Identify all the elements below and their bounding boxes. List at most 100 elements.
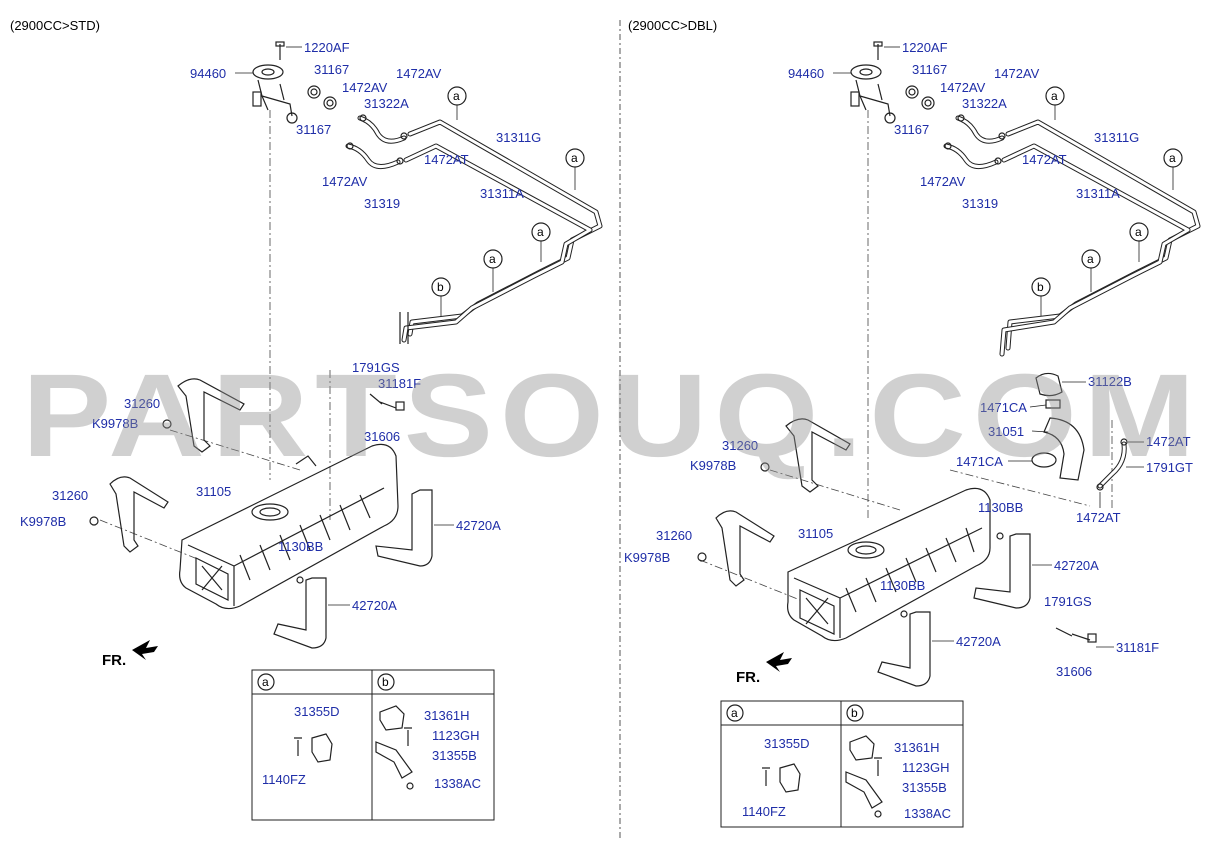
svg-text:a: a	[571, 151, 578, 165]
label-31260-lower-dbl[interactable]: 31260	[656, 528, 692, 543]
label-K9978B-lower-dbl[interactable]: K9978B	[624, 550, 670, 565]
fuel-pump-flange-94460	[252, 64, 298, 124]
svg-text:b: b	[437, 280, 444, 294]
label-1220AF[interactable]: 1220AF	[304, 40, 350, 55]
label-1472AT-3[interactable]: 1472AT	[1076, 510, 1121, 525]
svg-text:a: a	[1051, 89, 1058, 103]
detail-box-left: a b 31355D 1140FZ 31361H 1123GH 31355B 1…	[251, 669, 495, 821]
label-1472AV-2-dbl[interactable]: 1472AV	[994, 66, 1040, 81]
label-42720A-upper-dbl[interactable]: 42720A	[1054, 558, 1099, 573]
label-31122B[interactable]: 31122B	[1088, 374, 1132, 389]
clip-31361H	[379, 705, 405, 731]
bracket-42720A-1-dbl	[973, 533, 1031, 609]
filler-cap-31122B	[1035, 372, 1063, 397]
label-31322A[interactable]: 31322A	[364, 96, 409, 111]
label-1472AV-1-dbl[interactable]: 1472AV	[940, 80, 986, 95]
label-1220AF-dbl[interactable]: 1220AF	[902, 40, 948, 55]
label-31361H-dbl[interactable]: 31361H	[894, 740, 940, 755]
label-42720A-lower-dbl[interactable]: 42720A	[956, 634, 1001, 649]
callout-a-4: a	[483, 249, 503, 292]
label-31355B-dbl[interactable]: 31355B	[902, 780, 947, 795]
label-31319[interactable]: 31319	[364, 196, 400, 211]
label-1791GS-dbl[interactable]: 1791GS	[1044, 594, 1092, 609]
label-1338AC[interactable]: 1338AC	[434, 776, 481, 791]
svg-text:b: b	[382, 675, 389, 689]
left-panel: (2900CC>STD)	[10, 18, 603, 821]
label-1130BB-2[interactable]: 1130BB	[880, 578, 925, 593]
label-1471CA-1[interactable]: 1471CA	[980, 400, 1027, 415]
svg-text:a: a	[1087, 252, 1094, 266]
svg-text:a: a	[262, 675, 269, 689]
label-31606[interactable]: 31606	[364, 429, 400, 444]
label-31051[interactable]: 31051	[988, 424, 1024, 439]
svg-text:b: b	[851, 706, 858, 720]
label-31311A-dbl[interactable]: 31311A	[1076, 186, 1120, 201]
label-31167-bottom-dbl[interactable]: 31167	[894, 122, 929, 137]
label-31167-top[interactable]: 31167	[314, 62, 349, 77]
label-1472AV-1[interactable]: 1472AV	[342, 80, 388, 95]
label-1472AT[interactable]: 1472AT	[424, 152, 469, 167]
label-1472AV-3-dbl[interactable]: 1472AV	[920, 174, 966, 189]
label-31260-upper[interactable]: 31260	[124, 396, 160, 411]
label-1791GS[interactable]: 1791GS	[352, 360, 400, 375]
label-31181F[interactable]: 31181F	[378, 376, 421, 391]
label-1791GT[interactable]: 1791GT	[1146, 460, 1193, 475]
clamp-1471CA-1	[1045, 399, 1061, 409]
label-31311G-dbl[interactable]: 31311G	[1094, 130, 1139, 145]
fuel-tube-31311A	[401, 143, 593, 343]
detail-box-right: a b 31355D 1140FZ 31361H 1123GH 31355B 1…	[720, 700, 964, 828]
label-31355D[interactable]: 31355D	[294, 704, 340, 719]
label-1471CA-2[interactable]: 1471CA	[956, 454, 1003, 469]
label-1338AC-dbl[interactable]: 1338AC	[904, 806, 951, 821]
label-31361H[interactable]: 31361H	[424, 708, 470, 723]
label-31167-top-dbl[interactable]: 31167	[912, 62, 947, 77]
strap-31260-upper-dbl	[785, 418, 851, 493]
label-31606-dbl[interactable]: 31606	[1056, 664, 1092, 679]
label-K9978B-upper[interactable]: K9978B	[92, 416, 138, 431]
front-label: FR.	[102, 652, 126, 669]
clamp-1472AV-1	[359, 114, 367, 122]
label-1123GH-dbl[interactable]: 1123GH	[902, 760, 949, 775]
left-panel-header: (2900CC>STD)	[10, 18, 100, 33]
bolt-K9978B-1	[162, 419, 172, 429]
label-31260-upper-dbl[interactable]: 31260	[722, 438, 758, 453]
bracket-42720A-2	[273, 577, 327, 649]
label-31311G[interactable]: 31311G	[496, 130, 541, 145]
label-31181F-dbl[interactable]: 31181F	[1116, 640, 1159, 655]
label-31167-bottom[interactable]: 31167	[296, 122, 331, 137]
label-42720A-lower[interactable]: 42720A	[352, 598, 397, 613]
label-1130BB[interactable]: 1130BB	[278, 539, 323, 554]
label-31322A-dbl[interactable]: 31322A	[962, 96, 1007, 111]
filler-hose-31051	[1043, 417, 1085, 481]
label-42720A-upper[interactable]: 42720A	[456, 518, 501, 533]
label-1140FZ-dbl[interactable]: 1140FZ	[742, 804, 786, 819]
bolt-K9978B-2	[89, 516, 99, 526]
callout-b-r1: b	[1031, 277, 1051, 316]
valve-31181F-dbl	[1055, 627, 1091, 641]
watermark: PARTSOUQ.COM	[22, 350, 1202, 482]
label-31260-lower[interactable]: 31260	[52, 488, 88, 503]
label-1472AV-3[interactable]: 1472AV	[322, 174, 368, 189]
label-31355D-dbl[interactable]: 31355D	[764, 736, 810, 751]
label-1123GH[interactable]: 1123GH	[432, 728, 479, 743]
seals-31167-dbl	[905, 85, 935, 110]
bracket-42720A-2-dbl	[877, 611, 931, 687]
label-1472AT-2[interactable]: 1472AT	[1146, 434, 1191, 449]
label-1472AV-2[interactable]: 1472AV	[396, 66, 442, 81]
label-94460-dbl[interactable]: 94460	[788, 66, 824, 81]
label-1472AT-dbl[interactable]: 1472AT	[1022, 152, 1067, 167]
label-K9978B-lower[interactable]: K9978B	[20, 514, 66, 529]
svg-text:a: a	[1135, 225, 1142, 239]
label-K9978B-upper-dbl[interactable]: K9978B	[690, 458, 736, 473]
label-31311A[interactable]: 31311A	[480, 186, 524, 201]
label-31105[interactable]: 31105	[196, 484, 231, 499]
label-1140FZ[interactable]: 1140FZ	[262, 772, 306, 787]
label-31355B[interactable]: 31355B	[432, 748, 477, 763]
label-31319-dbl[interactable]: 31319	[962, 196, 998, 211]
label-31105-dbl[interactable]: 31105	[798, 526, 833, 541]
callout-b-1: b	[431, 277, 451, 316]
label-94460[interactable]: 94460	[190, 66, 226, 81]
label-1130BB-1[interactable]: 1130BB	[978, 500, 1023, 515]
callout-a-r2: a	[1163, 148, 1183, 190]
